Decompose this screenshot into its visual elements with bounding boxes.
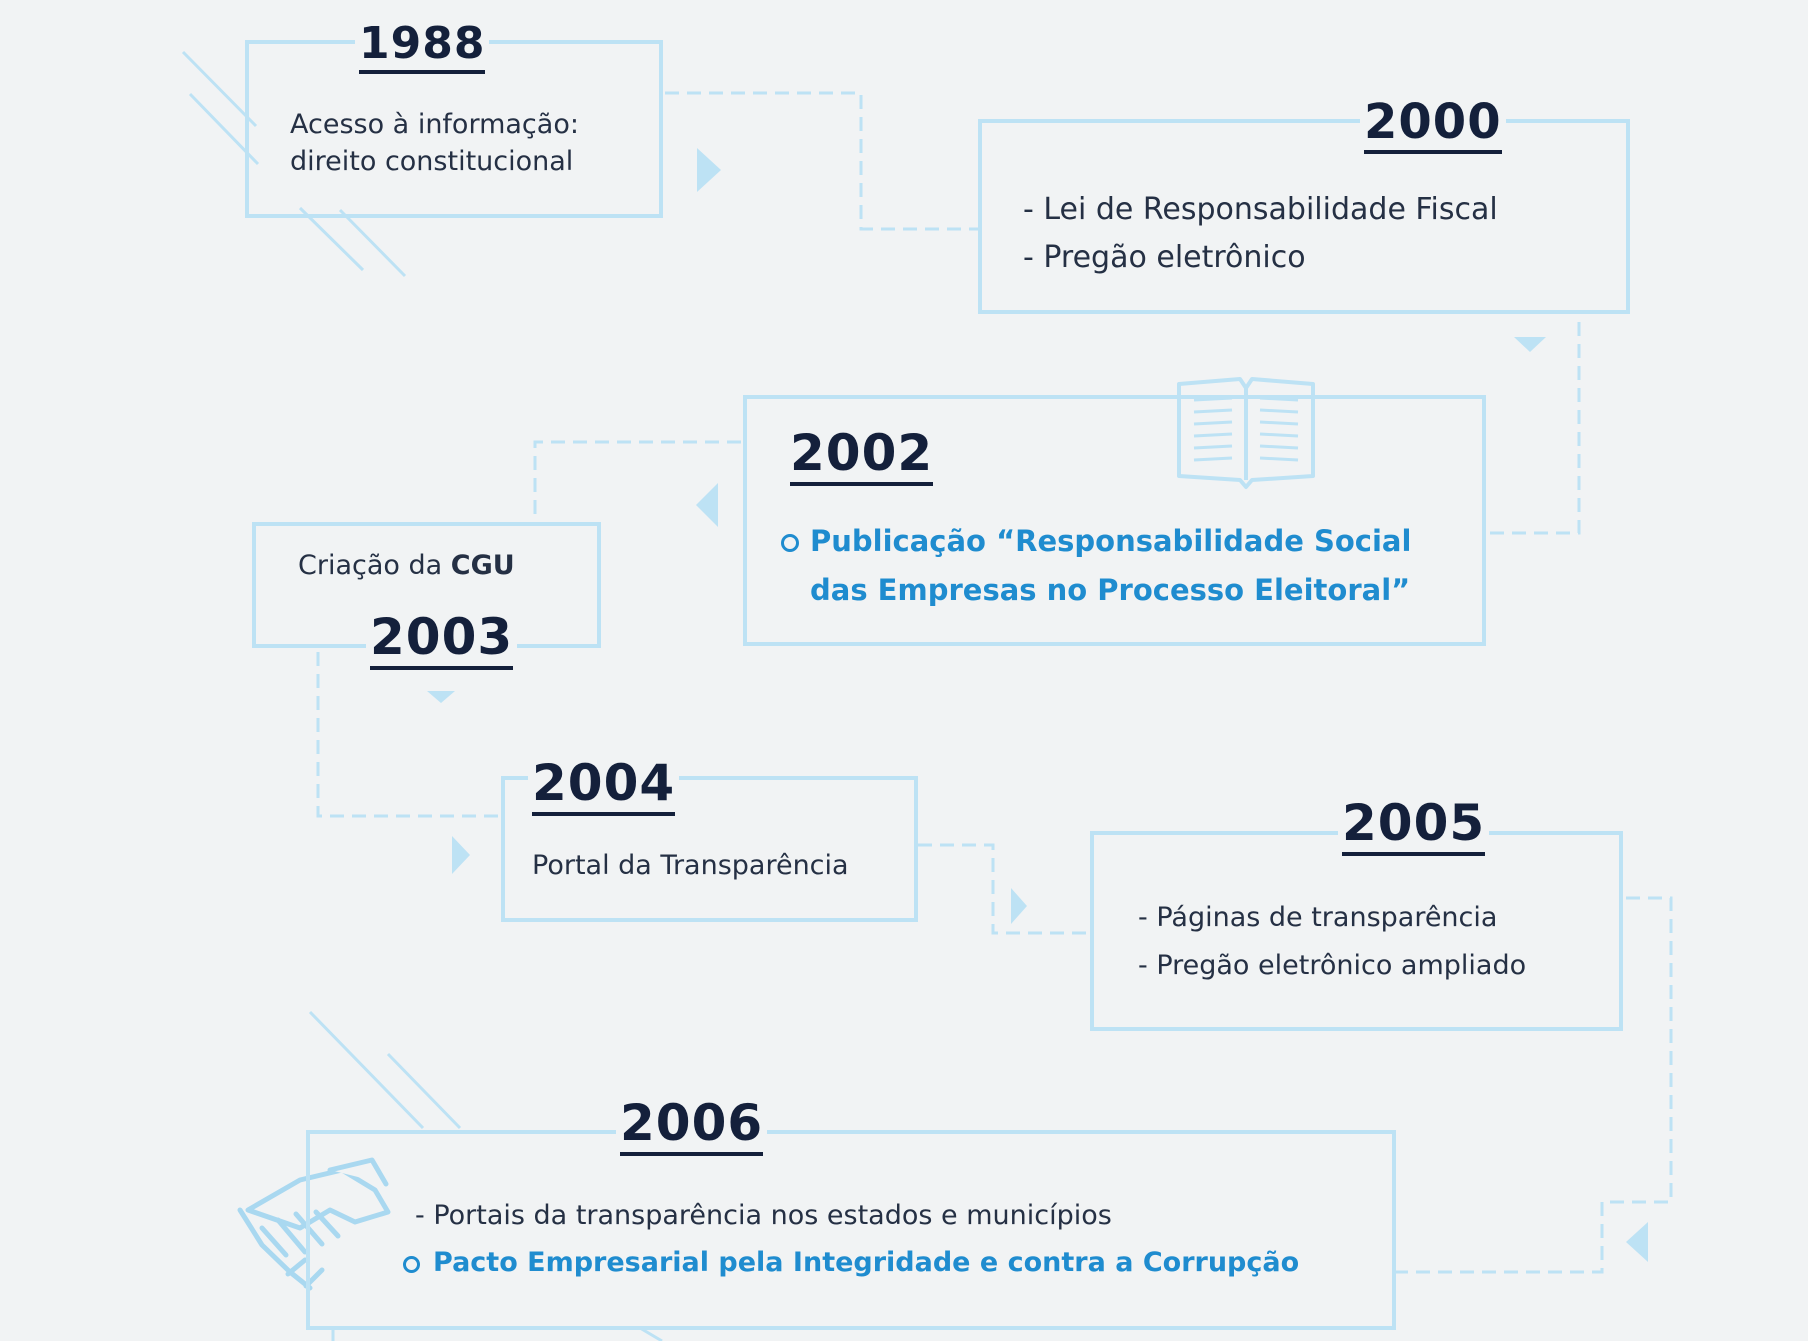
arrow-markers bbox=[427, 148, 1648, 1262]
year-underline bbox=[1364, 150, 1502, 154]
event-2006-highlight: Pacto Empresarial pela Integridade e con… bbox=[433, 1247, 1300, 1278]
event-2003-text-prefix: Criação da bbox=[298, 550, 451, 581]
year-label-2000: 2000 bbox=[1364, 94, 1502, 150]
event-2003-text-bold: CGU bbox=[450, 550, 515, 581]
open-book-icon bbox=[1177, 377, 1315, 489]
event-2005-item-1: - Páginas de transparência bbox=[1138, 902, 1498, 933]
event-2000-item-2: - Pregão eletrônico bbox=[1023, 240, 1306, 275]
dashed-connectors bbox=[316, 91, 1673, 1341]
year-label-2004: 2004 bbox=[532, 754, 676, 812]
event-box-2006 bbox=[306, 1130, 1396, 1330]
highlight-bullet-icon bbox=[403, 1256, 420, 1273]
event-2006-item: - Portais da transparência nos estados e… bbox=[415, 1200, 1112, 1231]
year-2000: 2000 bbox=[1360, 98, 1506, 154]
year-label-2002: 2002 bbox=[790, 424, 934, 482]
year-label-2003: 2003 bbox=[370, 608, 514, 666]
year-2004: 2004 bbox=[528, 758, 680, 816]
event-1988-line-2: direito constitucional bbox=[290, 146, 574, 177]
event-box-2000 bbox=[978, 119, 1630, 314]
year-2006: 2006 bbox=[616, 1098, 768, 1156]
event-2003-text: Criação da CGU bbox=[298, 552, 515, 579]
year-underline bbox=[790, 482, 934, 486]
event-box-2004 bbox=[501, 776, 918, 922]
event-2000-item-1: - Lei de Responsabilidade Fiscal bbox=[1023, 192, 1498, 227]
year-label-1988: 1988 bbox=[359, 18, 486, 69]
event-2004-text: Portal da Transparência bbox=[532, 850, 849, 881]
year-2003: 2003 bbox=[366, 612, 518, 670]
year-underline bbox=[359, 70, 486, 74]
year-label-2005: 2005 bbox=[1342, 794, 1486, 852]
event-1988-line-1: Acesso à informação: bbox=[290, 109, 579, 140]
highlight-bullet-icon bbox=[781, 534, 799, 552]
event-2005-item-2: - Pregão eletrônico ampliado bbox=[1138, 950, 1527, 981]
handshake-icon bbox=[237, 1157, 391, 1291]
decorative-diagonal-lines bbox=[181, 50, 663, 1341]
event-2002-highlight-line-1: Publicação “Responsabilidade Social bbox=[810, 524, 1412, 558]
year-2002: 2002 bbox=[786, 428, 938, 486]
event-2002-highlight-line-2: das Empresas no Processo Eleitoral” bbox=[810, 573, 1411, 607]
year-underline bbox=[370, 666, 514, 670]
year-label-2006: 2006 bbox=[620, 1094, 764, 1152]
year-2005: 2005 bbox=[1338, 798, 1490, 856]
year-underline bbox=[532, 812, 676, 816]
year-1988: 1988 bbox=[355, 22, 490, 74]
year-underline bbox=[620, 1152, 764, 1156]
year-underline bbox=[1342, 852, 1486, 856]
event-box-2002 bbox=[743, 395, 1486, 646]
